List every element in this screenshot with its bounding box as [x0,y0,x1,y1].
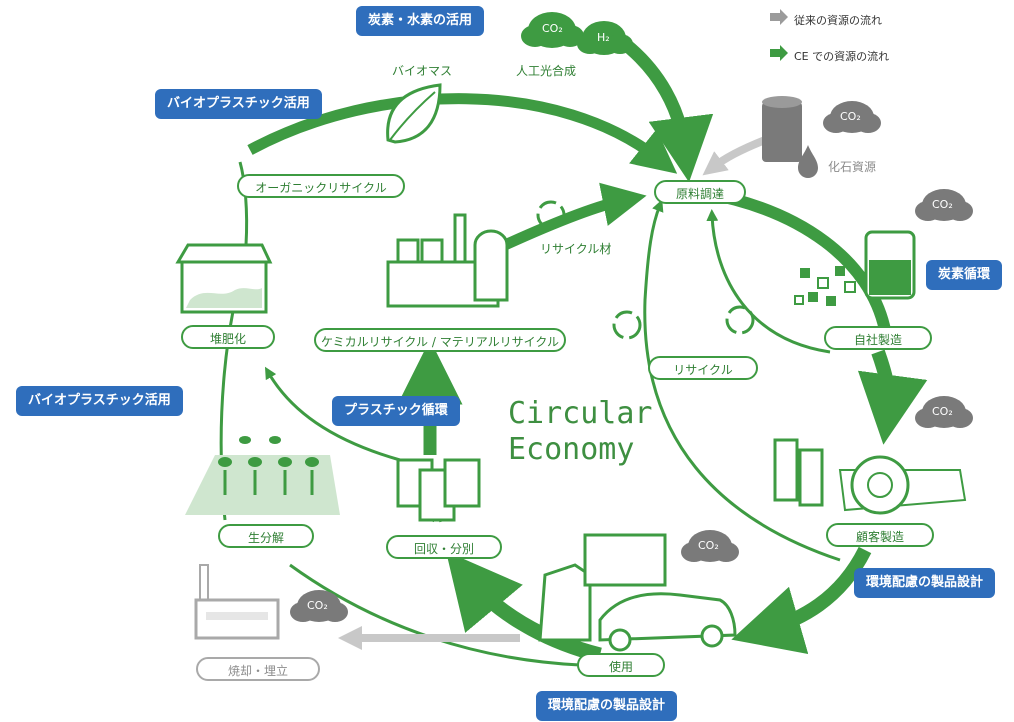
h2-cloud-icon [577,21,633,55]
label-co2-carbon: CO₂ [932,198,953,211]
co2-cloud-icon [521,12,584,48]
node-chem-mat-recycle: ケミカルリサイクル / マテリアルリサイクル [314,328,566,352]
co2-cloud-gray-icon [915,189,973,221]
tag-eco-design-right: 環境配慮の製品設計 [854,568,996,598]
label-fossil-resources: 化石資源 [828,160,877,174]
film-rolls-icon [773,438,967,515]
co2-cloud-gray-icon [290,590,348,622]
page-title: Circular Economy [508,396,653,468]
node-biodegradation: 生分解 [218,524,314,548]
flow-fossil [702,136,767,176]
tag-carbon-hydrogen: 炭素・水素の活用 [356,6,485,36]
label-co2-fossil: CO₂ [840,110,861,123]
flow-co2-h2 [616,34,714,183]
flow-customer-to-use [731,546,872,655]
label-co2-top: CO₂ [542,22,563,35]
label-co2-customer: CO₂ [932,405,953,418]
use-products-icon [538,533,737,652]
label-biomass: バイオマス [392,64,453,78]
biomass-leaf-icon [386,83,442,144]
label-co2-incineration: CO₂ [307,599,328,612]
node-raw-material: 原料調達 [654,180,746,204]
tag-bioplastic-left: バイオプラスチック活用 [16,386,183,416]
tag-carbon-cycle: 炭素循環 [926,260,1003,290]
node-incineration: 焼却・埋立 [196,657,320,681]
legend-conventional-flow: 従来の資源の流れ [794,14,882,27]
node-customer-mfg: 顧客製造 [826,523,934,547]
node-collection: 回収・分別 [386,535,502,559]
label-artificial-photosynthesis: 人工光合成 [516,64,577,78]
label-co2-use: CO₂ [698,539,719,552]
legend-conventional-arrow-icon [770,9,788,25]
co2-cloud-gray-icon [915,396,973,428]
arc-recycle-inner [643,199,841,562]
flow-inhouse-to-customer [857,349,928,445]
label-recycled-material: リサイクル材 [540,242,612,256]
arc-recycle-short [706,209,831,354]
node-use: 使用 [577,653,665,677]
co2-cloud-gray-icon [681,530,739,562]
node-in-house-mfg: 自社製造 [824,326,932,350]
beaker-pellets-icon [794,230,916,306]
title-line-1: Circular [508,396,653,431]
recycling-factory-icon [386,213,509,308]
incinerator-icon [194,564,280,640]
title-line-2: Economy [508,432,635,467]
co2-cloud-gray-icon [823,101,881,133]
legend-ce-arrow-icon [770,45,788,61]
node-organic-recycle: オーガニックリサイクル [237,174,405,198]
oil-barrel-icon [762,96,818,178]
flow-top-arc [247,93,678,174]
flow-use-to-collection [445,551,602,663]
arc-inner-left [264,366,401,462]
tag-eco-design-bottom: 環境配慮の製品設計 [536,691,678,721]
node-composting: 堆肥化 [181,325,275,349]
flow-recycle-material [502,182,647,251]
tag-plastic-cycle: プラスチック循環 [332,396,460,426]
recycle-bins-icon [396,458,481,522]
legend-ce-flow: CE での資源の流れ [794,50,890,63]
biodegradation-field-icon [185,436,340,515]
node-recycling: リサイクル [648,356,758,380]
label-h2: H₂ [597,31,610,44]
tag-bioplastic-top: バイオプラスチック活用 [155,89,322,119]
compost-box-icon [175,243,273,314]
